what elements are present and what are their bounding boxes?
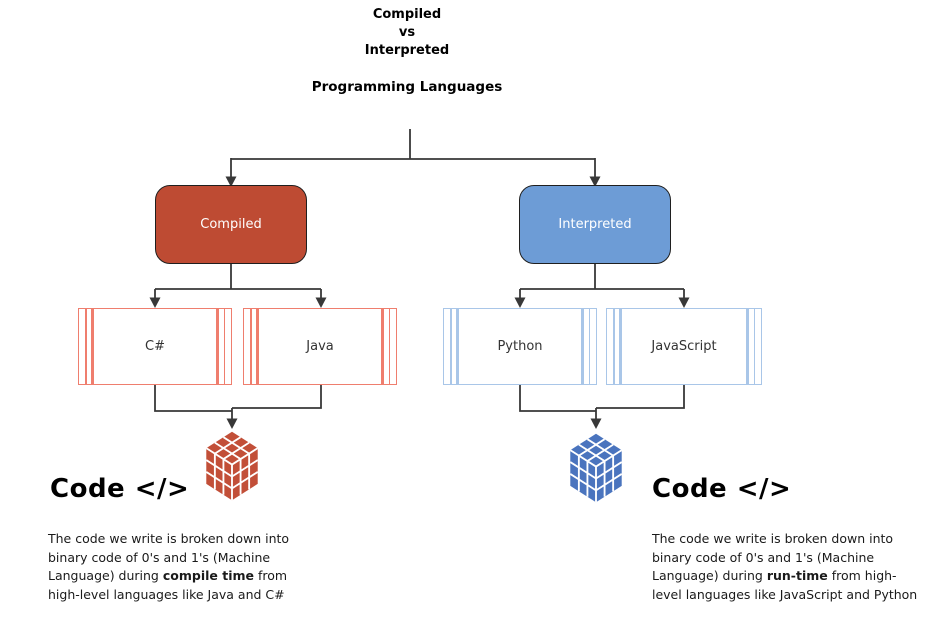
process-side-bar <box>216 309 219 384</box>
process-side-bar <box>746 309 749 384</box>
node-python-label: Python <box>497 339 543 354</box>
process-side-bar <box>91 309 94 384</box>
node-interpreted: Interpreted <box>519 185 671 264</box>
node-python: Python <box>443 308 597 385</box>
node-csharp: C# <box>78 308 232 385</box>
description-left-text: The code we write is broken down into bi… <box>48 531 290 583</box>
node-javascript: JavaScript <box>606 308 762 385</box>
red-cube-icon <box>202 430 262 502</box>
description-left-tail: from high-level languages like Java and … <box>48 568 288 602</box>
node-compiled-label: Compiled <box>200 217 262 232</box>
process-side-bar <box>613 309 615 384</box>
description-right-text: The code we write is broken down into bi… <box>652 531 894 583</box>
title-line-3: Interpreted <box>364 43 450 58</box>
node-interpreted-label: Interpreted <box>558 217 632 232</box>
node-compiled: Compiled <box>155 185 307 264</box>
node-csharp-label: C# <box>145 339 165 354</box>
title-line-2: vs <box>398 25 416 40</box>
title-line-1: Compiled <box>372 7 442 22</box>
node-java: Java <box>243 308 397 385</box>
process-side-bar <box>581 309 584 384</box>
process-side-bar <box>456 309 459 384</box>
node-java-label: Java <box>306 339 334 354</box>
description-left: The code we write is broken down into bi… <box>48 530 316 604</box>
description-left-bold: compile time <box>162 568 254 583</box>
node-javascript-label: JavaScript <box>651 339 717 354</box>
code-heading-left: Code </> <box>50 474 190 504</box>
process-side-bar <box>388 309 390 384</box>
diagram-subtitle: Programming Languages <box>311 79 503 95</box>
process-side-bar <box>753 309 755 384</box>
process-side-bar <box>450 309 452 384</box>
process-side-bar <box>256 309 259 384</box>
code-heading-right: Code </> <box>652 474 792 504</box>
description-right-tail: from high-level languages like JavaScrip… <box>652 568 918 602</box>
description-right-bold: run-time <box>766 568 828 583</box>
process-side-bar <box>223 309 225 384</box>
process-side-bar <box>85 309 87 384</box>
process-side-bar <box>588 309 590 384</box>
description-right: The code we write is broken down into bi… <box>652 530 920 604</box>
process-side-bar <box>381 309 384 384</box>
process-side-bar <box>619 309 622 384</box>
process-side-bar <box>250 309 252 384</box>
blue-cube-icon <box>566 432 626 504</box>
diagram-title: Compiled vs Interpreted Programming Lang… <box>257 6 557 96</box>
